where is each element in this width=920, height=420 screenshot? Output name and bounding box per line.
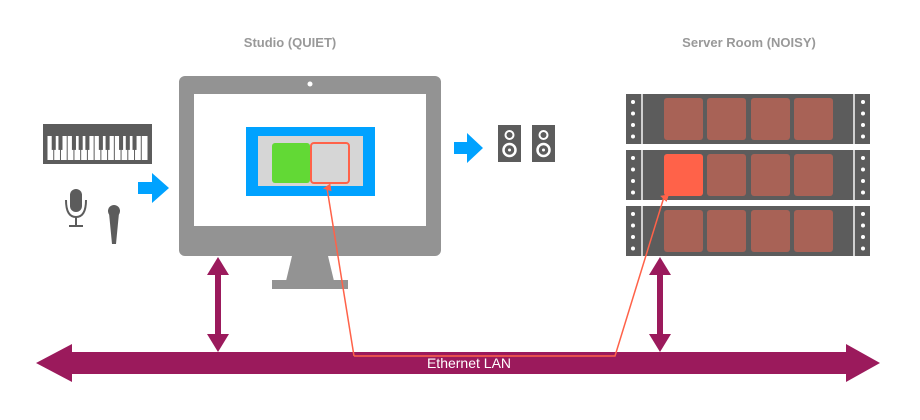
rack-screw-hole	[631, 235, 635, 239]
black-key	[78, 136, 83, 150]
server-lan-connection-icon	[649, 257, 671, 352]
server-slot[interactable]	[751, 154, 790, 196]
output-flow-arrow-icon	[454, 133, 483, 163]
white-key	[54, 136, 60, 160]
server-rack-unit	[626, 206, 870, 256]
server-slot[interactable]	[664, 210, 703, 252]
server-rack-unit	[626, 94, 870, 144]
rack-screw-hole	[861, 235, 865, 239]
rack-screw-hole	[631, 167, 635, 172]
speaker-icon	[498, 125, 521, 162]
rack-screw-hole	[631, 246, 635, 251]
white-key	[81, 136, 87, 160]
rack-screw-hole	[861, 212, 865, 216]
ethernet-lan-bus	[36, 344, 880, 382]
active-server-slot[interactable]	[664, 154, 703, 196]
speaker-icon	[532, 125, 555, 162]
rack-screw-hole	[861, 123, 865, 127]
handheld-microphone-icon	[108, 205, 120, 244]
black-key	[51, 136, 56, 150]
server-slot[interactable]	[751, 98, 790, 140]
server-slot[interactable]	[794, 98, 833, 140]
white-key	[128, 136, 135, 160]
black-key	[125, 136, 130, 150]
rack-screw-hole	[861, 134, 865, 139]
white-key	[101, 136, 108, 160]
rack-screw-hole	[861, 223, 865, 228]
black-key	[85, 136, 90, 150]
white-key	[114, 136, 121, 160]
server-rack-unit	[626, 150, 870, 200]
server-slot[interactable]	[707, 210, 746, 252]
plugin-server-link	[323, 183, 670, 357]
input-flow-arrow-icon	[138, 173, 169, 203]
rack-screw-hole	[631, 100, 635, 104]
microphone-icon	[65, 189, 87, 227]
white-key	[67, 136, 74, 160]
rack-rail	[641, 206, 643, 256]
rack-rail	[641, 150, 643, 200]
black-key	[71, 136, 76, 150]
rack-screw-hole	[631, 134, 635, 139]
black-key	[119, 136, 124, 150]
white-key	[135, 136, 141, 160]
server-slot[interactable]	[707, 98, 746, 140]
black-key	[58, 136, 63, 150]
server-slot[interactable]	[707, 154, 746, 196]
rack-rail	[853, 94, 855, 144]
remote-plugin[interactable]	[310, 142, 350, 184]
server-rack-stack	[626, 94, 870, 256]
server-slot[interactable]	[751, 210, 790, 252]
rack-screw-hole	[861, 190, 865, 195]
rack-screw-hole	[631, 179, 635, 183]
white-key	[60, 136, 67, 160]
rack-screw-hole	[631, 123, 635, 127]
local-plugin[interactable]	[272, 143, 310, 183]
rack-screw-hole	[631, 156, 635, 160]
rack-screw-hole	[631, 190, 635, 195]
rack-screw-hole	[861, 167, 865, 172]
white-key	[87, 136, 94, 160]
white-key	[94, 136, 101, 160]
white-key	[141, 136, 148, 160]
white-key	[47, 136, 54, 160]
black-key	[105, 136, 110, 150]
rack-screw-hole	[631, 223, 635, 228]
rack-screw-hole	[861, 246, 865, 251]
rack-rail	[853, 206, 855, 256]
server-slot[interactable]	[794, 210, 833, 252]
rack-rail	[641, 94, 643, 144]
studio-title: Studio (QUIET)	[244, 35, 336, 50]
white-key	[108, 136, 114, 160]
rack-screw-hole	[861, 100, 865, 104]
rack-rail	[853, 150, 855, 200]
rack-screw-hole	[861, 156, 865, 160]
computer-lan-connection-icon	[207, 257, 229, 352]
rack-screw-hole	[631, 111, 635, 116]
server-room-title: Server Room (NOISY)	[682, 35, 816, 50]
white-key	[74, 136, 81, 160]
server-slot[interactable]	[664, 98, 703, 140]
server-slot[interactable]	[794, 154, 833, 196]
black-key	[98, 136, 103, 150]
white-key	[121, 136, 128, 160]
rack-screw-hole	[861, 111, 865, 116]
keyboard-icon	[43, 124, 152, 164]
host-window	[246, 127, 375, 196]
rack-screw-hole	[861, 179, 865, 183]
rack-screw-hole	[631, 212, 635, 216]
ethernet-lan-label: Ethernet LAN	[427, 355, 511, 371]
black-key	[132, 136, 137, 150]
